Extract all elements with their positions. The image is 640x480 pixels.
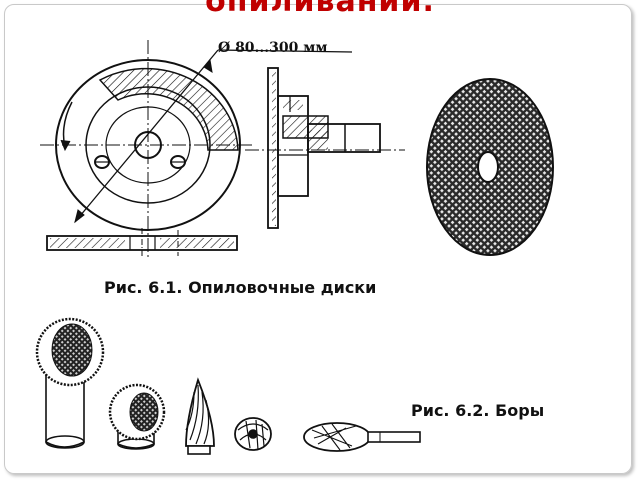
caption-filing-discs: Рис. 6.1. Опиловочные диски (104, 278, 377, 297)
disc-front-view (40, 40, 353, 260)
side-hub (277, 95, 309, 197)
bur-ball-tall (35, 317, 105, 449)
disc-center-hole (134, 131, 162, 159)
diameter-line (74, 49, 219, 223)
diameter-arrow-upper (203, 58, 213, 74)
mounting-hole-left (94, 155, 110, 169)
mesh-disc-center-hole (477, 151, 499, 183)
disc-inner-ring (85, 86, 211, 204)
bur-oval-shank (303, 422, 421, 452)
slide-title: опиливании. (205, 0, 435, 19)
bur-ball-short (108, 383, 166, 450)
dimension-leader (217, 49, 353, 53)
disc-side-view (245, 67, 405, 229)
diameter-dimension-label: Ø 80...300 мм (218, 40, 328, 56)
caption-burs: Рис. 6.2. Боры (411, 401, 545, 420)
disc-outer-edge (55, 59, 241, 231)
disc-hub-ring (105, 106, 191, 184)
diameter-arrow-lower (74, 209, 85, 224)
slide-frame (4, 4, 632, 474)
mesh-disc (426, 78, 554, 256)
bur-cone (185, 377, 215, 455)
disc-section-view (46, 228, 238, 258)
bur-rosette (234, 417, 272, 451)
burs-group (35, 317, 421, 455)
mounting-hole-right (170, 155, 186, 169)
